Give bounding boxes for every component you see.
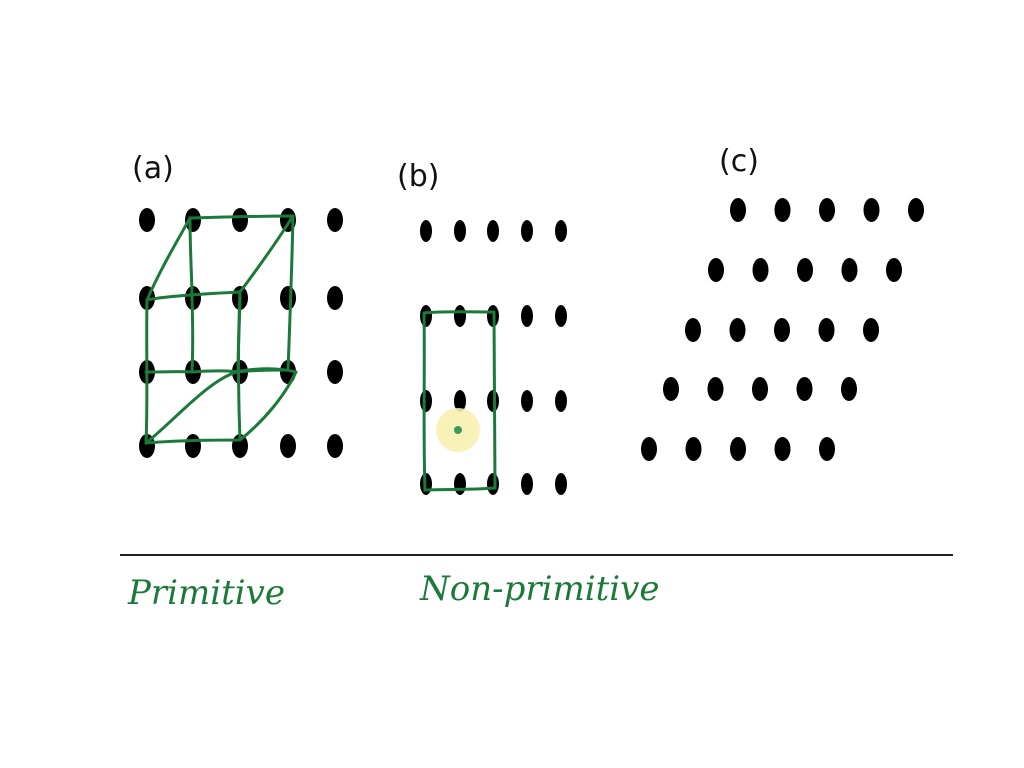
lattice-point-c xyxy=(707,377,724,401)
lattice-point-a xyxy=(327,360,343,384)
lattice-point-b xyxy=(555,390,567,412)
panel-c-label: (c) xyxy=(719,144,759,179)
lattice-point-c xyxy=(730,198,746,222)
lattice-point-c xyxy=(729,318,746,342)
lattice-point-c xyxy=(863,198,880,222)
lattice-point-c xyxy=(819,437,835,461)
panel-a-label: (a) xyxy=(132,151,174,186)
lattice-point-c xyxy=(863,318,879,342)
lattice-point-c xyxy=(641,437,657,461)
lattice-point-b xyxy=(555,220,567,242)
lattice-point-c xyxy=(774,437,791,461)
lattice-point-b xyxy=(454,390,466,412)
lattice-point-b xyxy=(555,473,567,495)
lattice-point-a xyxy=(280,434,296,458)
cell-a-bottom-curve xyxy=(144,367,298,445)
cell-b-rectangle xyxy=(422,310,497,492)
lattice-point-c xyxy=(774,318,790,342)
lattice-point-b xyxy=(555,305,567,327)
cell-a-back-left-vertical xyxy=(188,216,195,374)
lattice-point-a xyxy=(139,208,155,232)
lattice-point-a xyxy=(232,208,248,232)
lattice-point-a xyxy=(327,286,343,310)
lattice-point-c xyxy=(752,258,769,282)
lattice-point-c xyxy=(908,198,924,222)
lattice-point-c xyxy=(685,437,702,461)
lattice-point-b xyxy=(454,220,466,242)
lattice-point-c xyxy=(841,258,858,282)
lattice-point-c xyxy=(841,377,857,401)
center-lattice-point xyxy=(454,426,462,434)
caption-primitive: Primitive xyxy=(127,573,285,613)
lattice-point-c xyxy=(730,437,746,461)
lattice-point-b xyxy=(487,473,499,495)
lattice-point-c xyxy=(663,377,679,401)
lattice-point-c xyxy=(796,377,813,401)
lattice-point-c xyxy=(752,377,768,401)
lattice-point-c xyxy=(819,198,835,222)
lattice-point-c xyxy=(774,198,791,222)
lattice-point-a xyxy=(280,286,296,310)
panel-b-label: (b) xyxy=(397,159,439,194)
lattice-point-c xyxy=(708,258,724,282)
lattice-point-b xyxy=(487,220,499,242)
lattice-point-b xyxy=(521,220,533,242)
lattice-point-b xyxy=(521,390,533,412)
cell-a-top-edge-left xyxy=(145,216,192,302)
lattice-point-b xyxy=(521,305,533,327)
cell-a-back-face xyxy=(188,214,295,374)
lattice-point-b xyxy=(420,305,432,327)
cell-a-top-edge-right xyxy=(238,214,295,294)
lattice-point-a xyxy=(185,434,201,458)
lattice-point-b xyxy=(521,473,533,495)
caption-non-primitive: Non-primitive xyxy=(419,569,659,609)
lattice-point-c xyxy=(797,258,813,282)
non-primitive-cell-outline xyxy=(422,310,497,492)
lattice-c xyxy=(641,198,924,461)
lattice-point-c xyxy=(886,258,902,282)
lattice-point-c xyxy=(818,318,835,342)
lattice-point-c xyxy=(685,318,701,342)
lattice-point-b xyxy=(420,390,432,412)
lattice-point-b xyxy=(454,473,466,495)
lattice-point-a xyxy=(327,208,343,232)
cell-a-mid-curve xyxy=(144,369,240,374)
cell-a-bottom-right-edge xyxy=(238,370,298,442)
lattice-point-b xyxy=(420,220,432,242)
primitive-cell-outline xyxy=(144,214,298,445)
lattice-point-a xyxy=(327,434,343,458)
lattice-point-b xyxy=(454,305,466,327)
